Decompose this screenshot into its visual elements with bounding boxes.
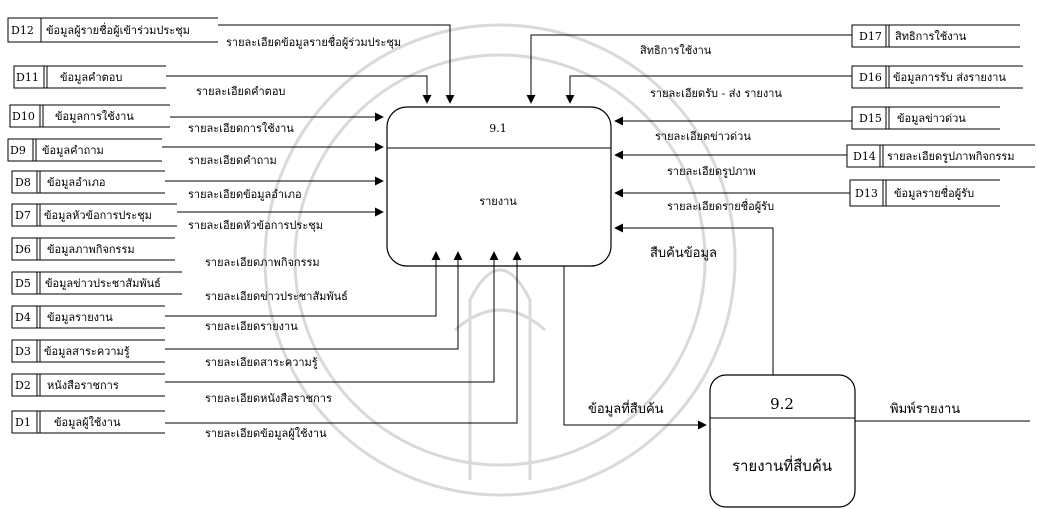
data-store-d1: D1 ข้อมูลผู้ใช้งาน: [11, 410, 165, 434]
flow-label-d1: รายละเอียดข้อมูลผู้ใช้งาน: [205, 427, 327, 440]
store-name: หนังสือราชการ: [47, 379, 119, 392]
store-id: D8: [15, 176, 31, 189]
flow-line-d2: [165, 251, 499, 383]
process-id: 9.2: [770, 395, 794, 413]
data-store-d5: D5 ข้อมูลข่าวประชาสัมพันธ์: [11, 271, 182, 295]
flow-label-found: ข้อมูลที่สืบค้น: [588, 400, 664, 417]
store-name: ข้อมูลการใช้งาน: [55, 110, 134, 123]
store-id: D17: [859, 30, 882, 43]
data-store-d10: D10 ข้อมูลการใช้งาน: [9, 104, 170, 128]
flow-label-d9: รายละเอียดคำถาม: [188, 154, 277, 167]
store-name: ข้อมูลผู้รายชื่อผู้เข้าร่วมประชุม: [46, 22, 190, 37]
flow-label-print: พิมพ์รายงาน: [890, 401, 960, 417]
flow-label-d3: รายละเอียดสาระความรู้: [205, 356, 318, 369]
store-id: D13: [855, 187, 878, 200]
store-id: D11: [16, 71, 39, 84]
store-id: D1: [15, 416, 31, 429]
flow-label-d7: รายละเอียดหัวข้อการประชุม: [188, 219, 323, 232]
store-name: ข้อมูลภาพกิจกรรม: [47, 243, 135, 256]
flow-label-d8: รายละเอียดข้อมูลอำเภอ: [188, 188, 302, 201]
flow-label-d5: รายละเอียดข่าวประชาสัมพันธ์: [205, 290, 348, 303]
flow-line-d4: [165, 251, 441, 317]
data-store-d13: D13 ข้อมูลรายชื่อผู้รับ: [849, 179, 1000, 207]
flow-label-d13: รายละเอียดรายชื่อผู้รับ: [667, 198, 774, 213]
data-store-d3: D3 ข้อมูลสาระความรู้: [11, 339, 165, 363]
process-name: รายงาน: [479, 195, 517, 208]
store-name: ข้อมูลการรับ ส่งรายงาน: [893, 71, 1006, 84]
flow-label-search: สืบค้นข้อมูล: [650, 245, 717, 261]
flow-line-d1: [165, 251, 522, 424]
data-store-d6: D6 ข้อมูลภาพกิจกรรม: [11, 237, 175, 261]
flow-label-d12: รายละเอียดข้อมูลรายชื่อผู้ร่วมประชุม: [226, 34, 401, 49]
store-id: D15: [859, 112, 882, 125]
flow-line-search: [614, 223, 774, 375]
flow-label-d4: รายละเอียดรายงาน: [205, 320, 298, 333]
store-id: D6: [15, 243, 31, 256]
store-id: D12: [11, 24, 34, 37]
flow-line-d17: [526, 34, 852, 104]
flow-line-found: [563, 266, 707, 430]
store-name: ข้อมูลหัวข้อการประชุม: [44, 209, 152, 222]
store-name: ข้อมูลคำตอบ: [60, 71, 122, 84]
flow-label-d17: สิทธิการใช้งาน: [640, 44, 712, 57]
data-store-d12: D12 ข้อมูลผู้รายชื่อผู้เข้าร่วมประชุม: [7, 17, 218, 43]
data-store-d17: D17 สิทธิการใช้งาน: [851, 24, 1020, 48]
store-name: ข้อมูลข่าวประชาสัมพันธ์: [45, 277, 161, 290]
flow-label-d15: รายละเอียดข่าวด่วน: [655, 130, 751, 143]
store-name: ข้อมูลรายงาน: [47, 311, 113, 324]
store-name: ข้อมูลอำเภอ: [47, 176, 106, 189]
flow-line-d12: [218, 24, 455, 104]
flow-line-d11: [166, 75, 432, 104]
data-store-d16: D16 ข้อมูลการรับ ส่งรายงาน: [851, 65, 1023, 89]
flow-label-d10: รายละเอียดการใช้งาน: [188, 122, 294, 135]
store-id: D2: [15, 379, 31, 392]
store-name: สิทธิการใช้งาน: [895, 30, 967, 43]
store-id: D5: [15, 277, 31, 290]
store-id: D4: [15, 311, 31, 324]
store-name: ข้อมูลคำถาม: [42, 144, 104, 157]
data-store-d11: D11 ข้อมูลคำตอบ: [13, 65, 166, 89]
data-store-d7: D7 ข้อมูลหัวข้อการประชุม: [11, 203, 177, 227]
flow-label-d2: รายละเอียดหนังสือราชการ: [205, 392, 332, 405]
data-store-d14: D14 รายละเอียดรูปภาพกิจกรรม: [846, 144, 1035, 168]
store-name: รายละเอียดรูปภาพกิจกรรม: [887, 150, 1015, 163]
flow-label-d16: รายละเอียดรับ - ส่ง รายงาน: [650, 87, 782, 100]
store-id: D9: [10, 144, 26, 157]
flow-label-d14: รายละเอียดรูปภาพ: [667, 165, 756, 178]
store-name: ข้อมูลข่าวด่วน: [897, 112, 966, 125]
store-id: D10: [12, 110, 35, 123]
store-name: ข้อมูลรายชื่อผู้รับ: [894, 185, 974, 200]
data-store-d15: D15 ข้อมูลข่าวด่วน: [851, 106, 1000, 130]
store-id: D3: [15, 345, 31, 358]
process-name: รายงานที่สืบค้น: [732, 455, 832, 475]
flow-line-d3: [165, 251, 463, 350]
flow-label-d11: รายละเอียดคำตอบ: [196, 85, 285, 98]
data-store-d4: D4 ข้อมูลรายงาน: [11, 305, 165, 329]
process-9-1: 9.1 รายงาน: [386, 106, 612, 267]
flow-label-d6: รายละเอียดภาพกิจกรรม: [205, 256, 320, 269]
data-store-d9: D9 ข้อมูลคำถาม: [7, 138, 162, 162]
process-id: 9.1: [489, 122, 507, 135]
store-id: D14: [853, 150, 876, 163]
store-name: ข้อมูลผู้ใช้งาน: [54, 416, 121, 429]
flow-line-d16: [565, 75, 852, 104]
process-9-2: 9.2 รายงานที่สืบค้น: [709, 374, 856, 508]
data-store-d2: D2 หนังสือราชการ: [11, 373, 165, 397]
store-id: D7: [15, 209, 31, 222]
store-name: ข้อมูลสาระความรู้: [44, 345, 130, 358]
store-id: D16: [859, 71, 882, 84]
data-store-d8: D8 ข้อมูลอำเภอ: [11, 170, 165, 194]
